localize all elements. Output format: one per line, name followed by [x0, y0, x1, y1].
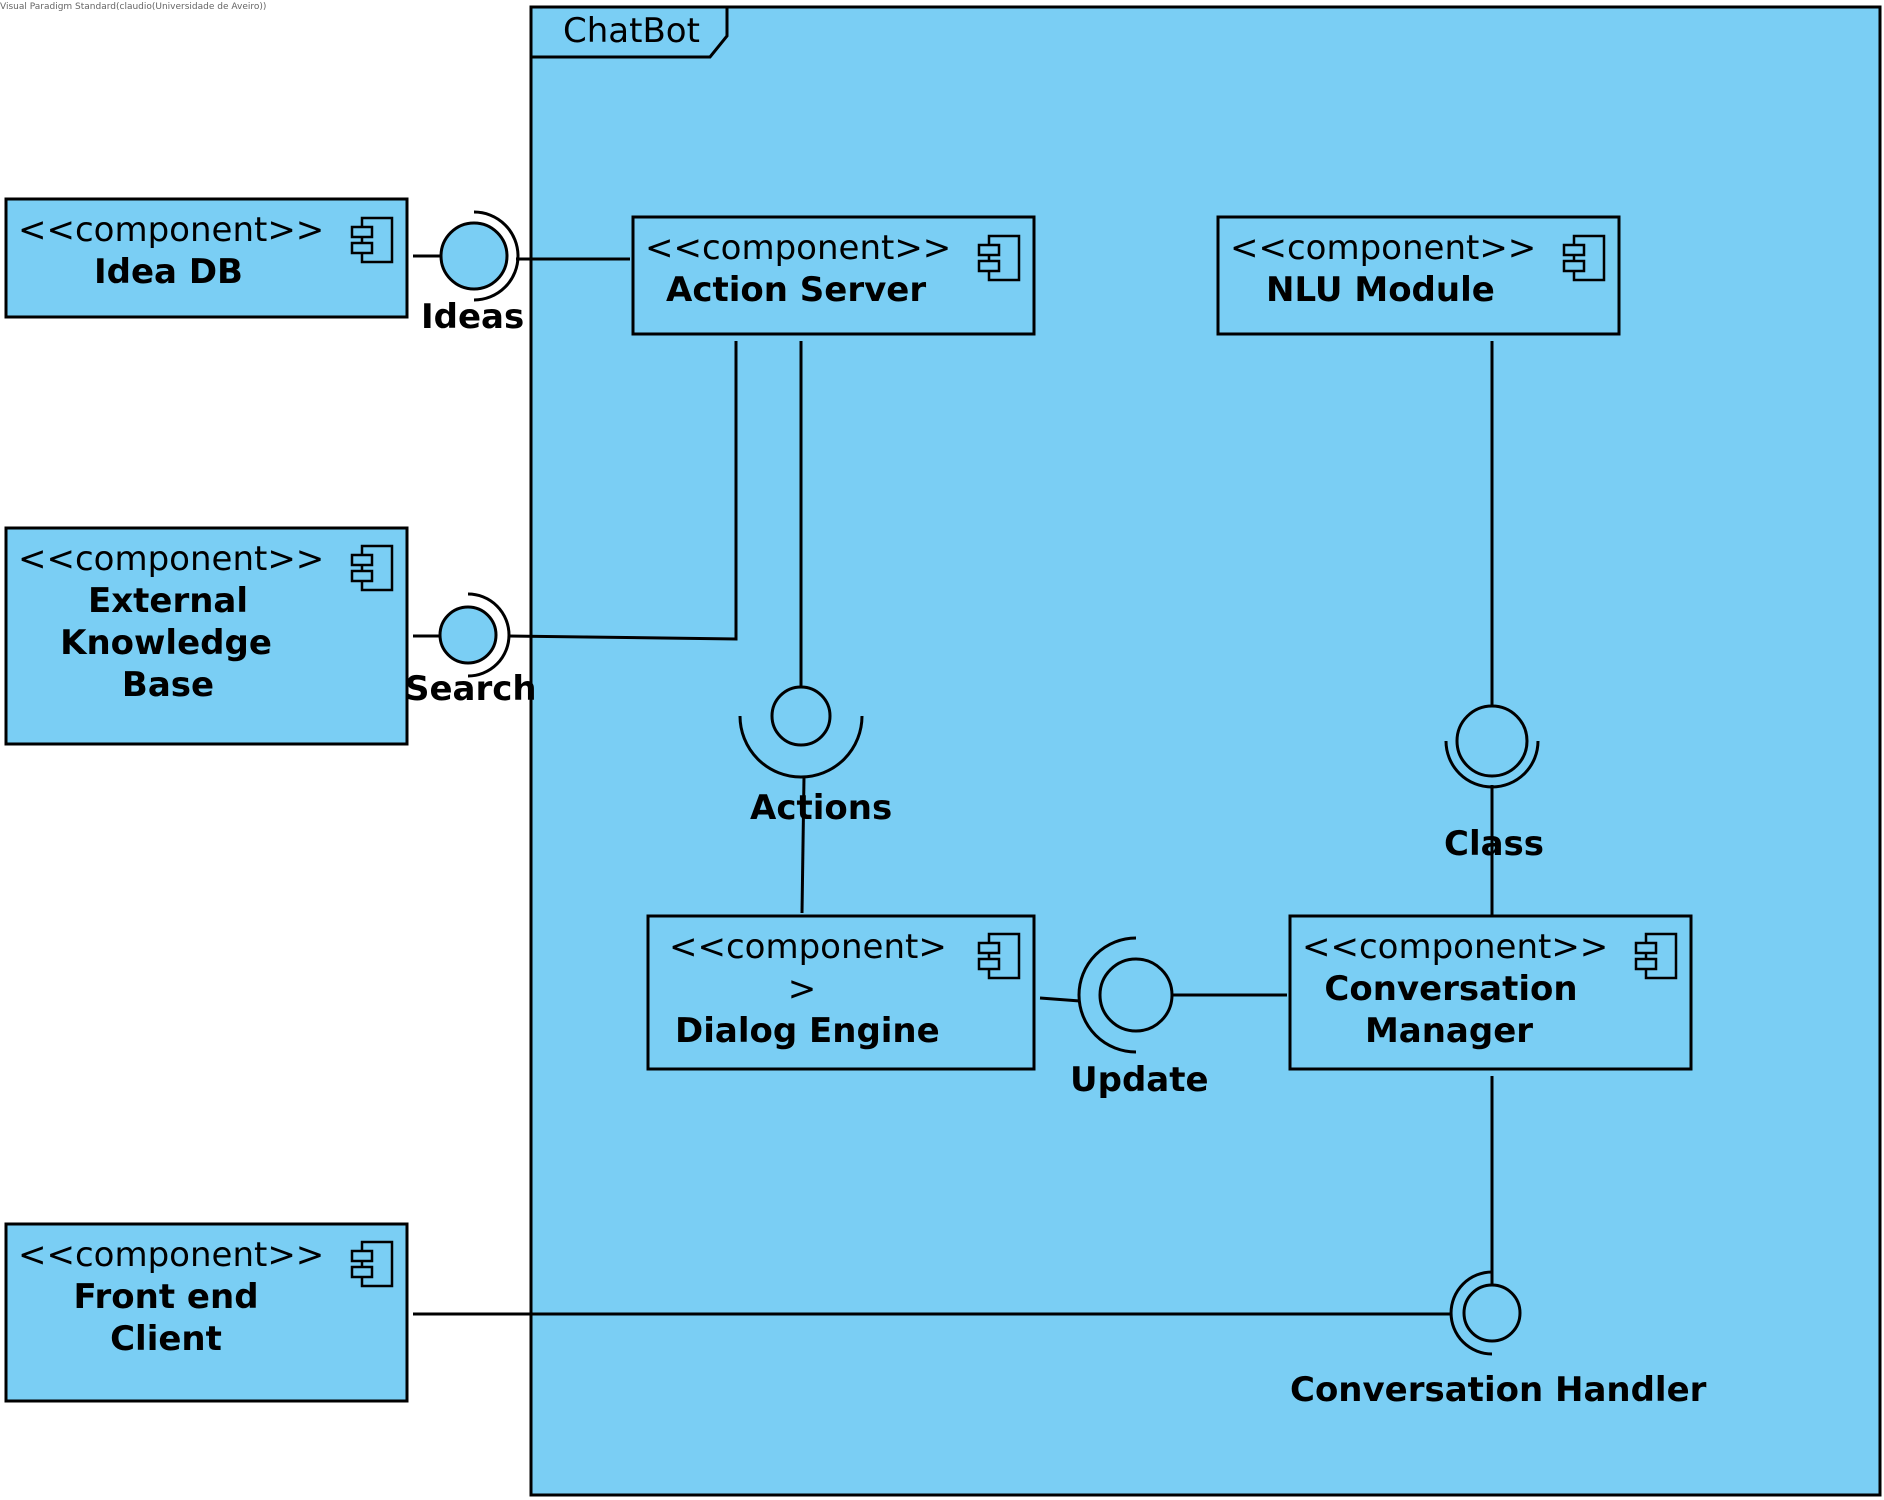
component-front-end-client[interactable]: <<component>> Front end Client: [4, 1222, 409, 1403]
component-name-line-2: Knowledge: [60, 623, 272, 663]
frame-title: ChatBot: [563, 11, 700, 51]
component-name: Idea DB: [94, 252, 243, 292]
interface-label-ideas: Ideas: [421, 297, 524, 337]
interface-search: Search: [405, 592, 537, 709]
stereotype-label-line-1: <<component>: [669, 927, 947, 967]
stereotype-label: <<component>>: [18, 1235, 324, 1275]
component-action-server[interactable]: <<component>> Action Server: [631, 215, 1036, 336]
component-name-line-1: Conversation: [1324, 969, 1577, 1009]
stereotype-label: <<component>>: [1302, 927, 1608, 967]
component-conversation-manager[interactable]: <<component>> Conversation Manager: [1288, 914, 1693, 1071]
stereotype-label: <<component>>: [18, 210, 324, 250]
interface-label-conversation-handler: Conversation Handler: [1290, 1370, 1707, 1410]
interface-label-class: Class: [1444, 824, 1544, 864]
component-external-knowledge-base[interactable]: <<component>> External Knowledge Base: [4, 526, 409, 746]
component-name-line-2: Client: [110, 1319, 222, 1359]
interface-ideas: Ideas: [421, 210, 524, 337]
interface-actions: Actions: [738, 685, 892, 828]
interface-label-update: Update: [1070, 1060, 1209, 1100]
component-name: Action Server: [666, 270, 926, 310]
component-name-line-1: Front end: [73, 1277, 258, 1317]
interface-conversation-handler: Conversation Handler: [1290, 1270, 1707, 1410]
component-dialog-engine[interactable]: <<component> > Dialog Engine: [646, 914, 1036, 1071]
component-name-line-2: Manager: [1365, 1011, 1533, 1051]
component-name-line-1: External: [88, 581, 248, 621]
interface-class: Class: [1444, 704, 1544, 864]
interface-label-actions: Actions: [750, 788, 892, 828]
component-nlu-module[interactable]: <<component>> NLU Module: [1216, 215, 1621, 336]
stereotype-label: <<component>>: [645, 228, 951, 268]
component-name: Dialog Engine: [675, 1011, 940, 1051]
connectors: [413, 254, 1494, 1316]
interface-label-search: Search: [405, 669, 537, 709]
component-idea-db[interactable]: <<component>> Idea DB: [4, 197, 409, 319]
stereotype-label-line-2: >: [788, 969, 817, 1009]
interface-update: Update: [1070, 936, 1209, 1100]
watermark: Visual Paradigm Standard(claudio(Univers…: [0, 2, 266, 12]
component-name-line-3: Base: [122, 665, 214, 705]
stereotype-label: <<component>>: [18, 539, 324, 579]
stereotype-label: <<component>>: [1230, 228, 1536, 268]
component-name: NLU Module: [1266, 270, 1495, 310]
